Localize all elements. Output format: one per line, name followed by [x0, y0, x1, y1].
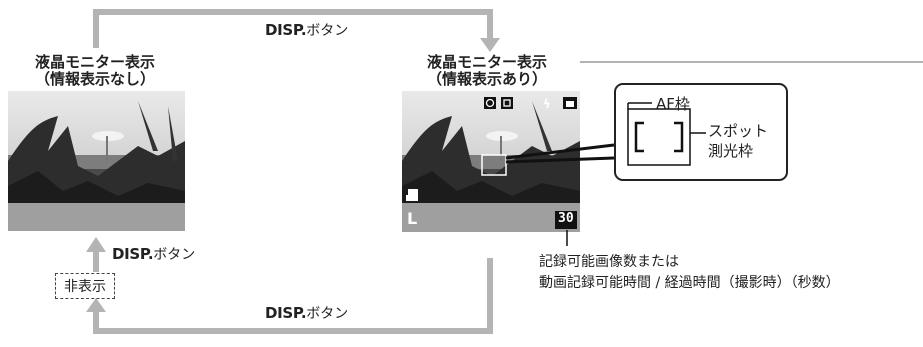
spot-line2: 測光枠	[708, 142, 754, 160]
af-frame-diagram	[627, 102, 706, 166]
disp-key: DISP.	[112, 245, 154, 263]
af-spot-callout: AF枠 スポット 測光枠	[614, 83, 788, 181]
right-title-line1: 液晶モニター表示	[426, 53, 547, 71]
note-line1: 記録可能画像数または	[539, 254, 679, 270]
disp-suffix: ボタン	[153, 247, 196, 263]
spot-line1: スポット	[708, 122, 769, 140]
disp-button-label-bottom: DISP.ボタン	[265, 303, 348, 323]
disp-key: DISP.	[265, 21, 307, 39]
lcd-photo-no-info	[8, 91, 185, 231]
right-panel-title: 液晶モニター表示 （情報表示あり）	[412, 54, 562, 88]
spot-frame-label: スポット 測光枠	[708, 121, 768, 161]
svg-text:ϟ: ϟ	[543, 97, 551, 111]
left-title-line1: 液晶モニター表示	[34, 53, 155, 71]
left-panel-title: 液晶モニター表示 （情報表示なし）	[20, 54, 170, 88]
left-title-line2: （情報表示なし）	[34, 70, 155, 88]
disp-key: DISP.	[265, 304, 307, 322]
shots-remaining: 30	[558, 211, 574, 226]
note-line2: 動画記録可能時間 / 経過時間（撮影時）（秒数）	[539, 275, 840, 291]
disp-button-label-top: DISP.ボタン	[265, 20, 348, 40]
disp-button-label-middle: DISP.ボタン	[112, 244, 195, 264]
disp-suffix: ボタン	[306, 306, 349, 322]
disp-suffix: ボタン	[306, 23, 349, 39]
right-title-line2: （情報表示あり）	[426, 70, 547, 88]
lcd-photo-with-info: ϟ L 30	[402, 91, 580, 232]
quality-letter: L	[407, 209, 418, 228]
hidden-state-box: 非表示	[55, 273, 115, 299]
af-frame-label: AF枠	[656, 95, 690, 113]
shots-remaining-note: 記録可能画像数または 動画記録可能時間 / 経過時間（撮影時）（秒数）	[539, 252, 840, 294]
